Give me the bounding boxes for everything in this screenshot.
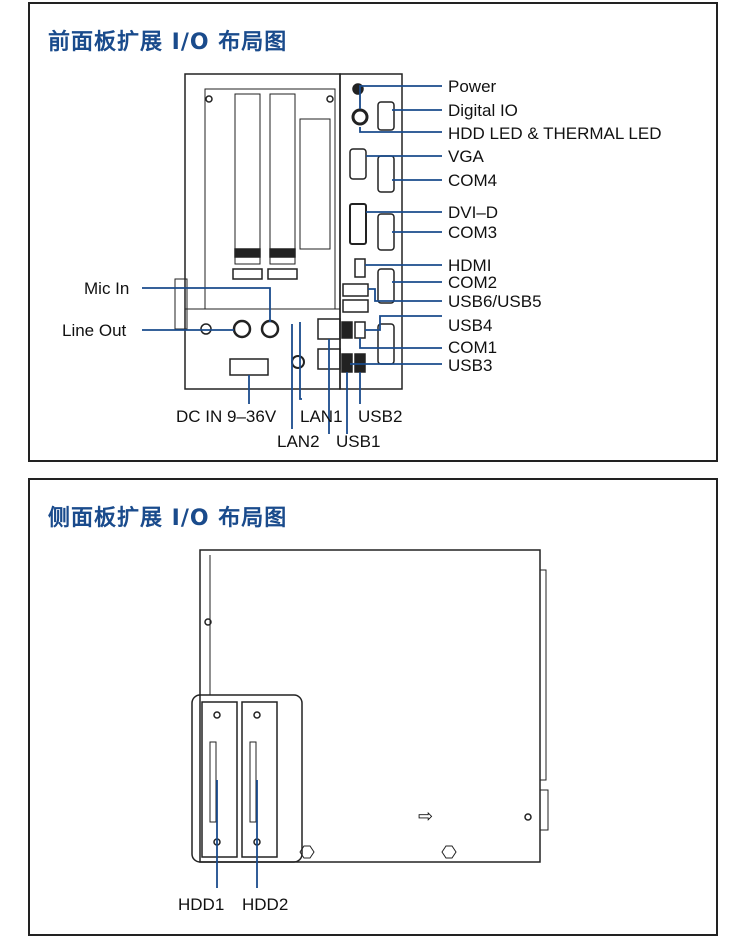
label-usb1: USB1 bbox=[336, 432, 380, 451]
front-panel-diagram: Power Digital IO HDD LED & THERMAL LED V… bbox=[62, 73, 662, 451]
label-dvi-d: DVI–D bbox=[448, 203, 498, 222]
label-lan1: LAN1 bbox=[300, 407, 343, 426]
label-hdd2: HDD2 bbox=[242, 895, 288, 914]
label-hdd-led: HDD LED & THERMAL LED bbox=[448, 124, 662, 143]
label-mic-in: Mic In bbox=[84, 279, 129, 298]
label-usb3: USB3 bbox=[448, 356, 492, 375]
side-chassis bbox=[191, 549, 549, 863]
label-usb2: USB2 bbox=[358, 407, 402, 426]
label-line-out: Line Out bbox=[62, 321, 127, 340]
front-panel-title: 前面板扩展 I/O 布局图 bbox=[48, 30, 288, 55]
side-panel-diagram: ⇨ HDD1 HDD2 bbox=[178, 549, 549, 914]
label-vga: VGA bbox=[448, 147, 485, 166]
label-com4: COM4 bbox=[448, 171, 497, 190]
label-power: Power bbox=[448, 77, 497, 96]
label-com2: COM2 bbox=[448, 273, 497, 292]
label-hdd1: HDD1 bbox=[178, 895, 224, 914]
label-lan2: LAN2 bbox=[277, 432, 320, 451]
label-dc-in: DC IN 9–36V bbox=[176, 407, 277, 426]
label-com1: COM1 bbox=[448, 338, 497, 357]
label-com3: COM3 bbox=[448, 223, 497, 242]
label-usb4: USB4 bbox=[448, 316, 492, 335]
label-hdmi: HDMI bbox=[448, 256, 491, 275]
label-usb6-usb5: USB6/USB5 bbox=[448, 292, 542, 311]
side-panel-title: 侧面板扩展 I/O 布局图 bbox=[48, 506, 288, 531]
front-panel-section: 前面板扩展 I/O 布局图 bbox=[28, 2, 718, 462]
front-leader-lines bbox=[142, 85, 442, 434]
label-digital-io: Digital IO bbox=[448, 101, 518, 120]
arrow-icon: ⇨ bbox=[418, 806, 433, 826]
front-chassis bbox=[174, 73, 403, 390]
side-panel-section: 侧面板扩展 I/O 布局图 ⇨ HDD1 HDD2 bbox=[28, 478, 718, 936]
side-leader-lines bbox=[216, 780, 258, 888]
